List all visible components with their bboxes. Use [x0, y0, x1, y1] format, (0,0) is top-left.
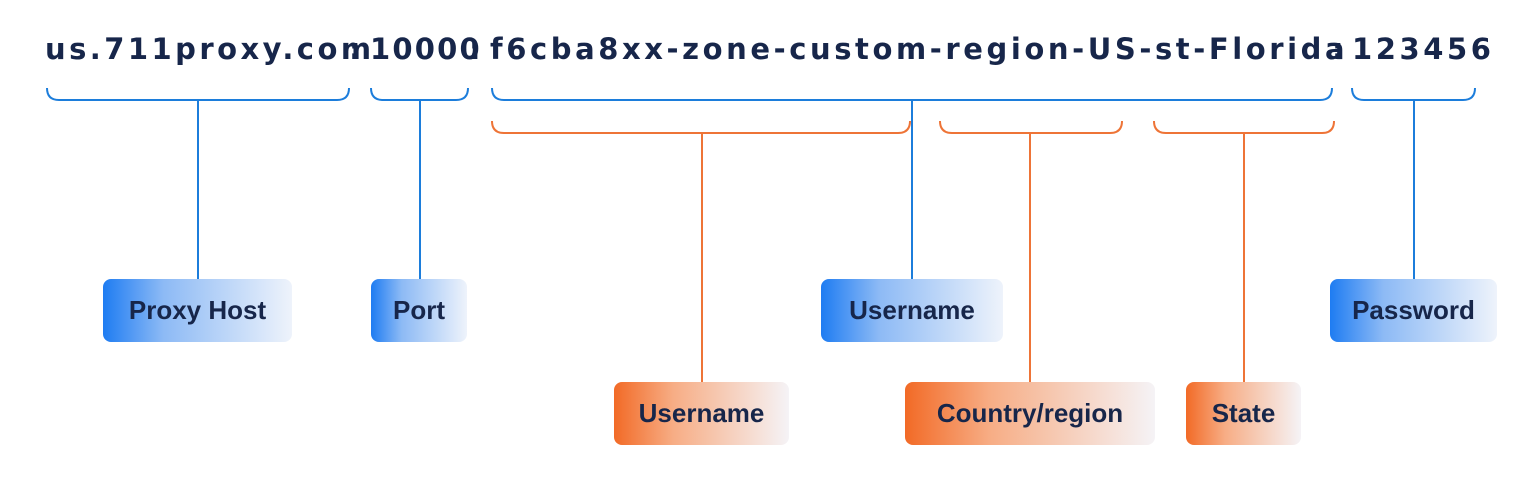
username-part-label: Username — [614, 382, 789, 445]
password-label: Password — [1330, 279, 1497, 342]
country-region-bracket — [939, 120, 1123, 134]
username-bracket — [491, 87, 1333, 101]
port-label-text: Port — [393, 295, 445, 325]
username-label: Username — [821, 279, 1003, 342]
port-text: 10000 — [370, 32, 482, 66]
port-label: Port — [371, 279, 467, 342]
proxy-host-label-text: Proxy Host — [128, 295, 267, 325]
separator-colon: : — [1332, 32, 1344, 66]
state-label: State — [1186, 382, 1301, 445]
username-text: f6cba8xx-zone-custom-region-US-st-Florid… — [490, 32, 1349, 66]
proxy-host-bracket — [46, 87, 350, 101]
country-region-label: Country/region — [905, 382, 1155, 445]
separator-colon: : — [349, 32, 361, 66]
password-label-text: Password — [1352, 295, 1475, 325]
username-part-bracket — [491, 120, 911, 134]
proxy-host-text: us.711proxy.com — [45, 32, 375, 66]
username-label-text: Username — [849, 295, 975, 325]
password-text: 123456 — [1352, 32, 1495, 66]
proxy-string: us.711proxy.com : 10000 : f6cba8xx-zone-… — [0, 24, 1525, 74]
state-label-text: State — [1211, 398, 1276, 428]
state-bracket — [1153, 120, 1335, 134]
port-bracket — [370, 87, 469, 101]
country-region-label-text: Country/region — [936, 398, 1124, 428]
proxy-host-label: Proxy Host — [103, 279, 292, 342]
username-part-label-text: Username — [638, 398, 765, 428]
separator-colon: : — [469, 32, 481, 66]
password-bracket — [1351, 87, 1476, 101]
